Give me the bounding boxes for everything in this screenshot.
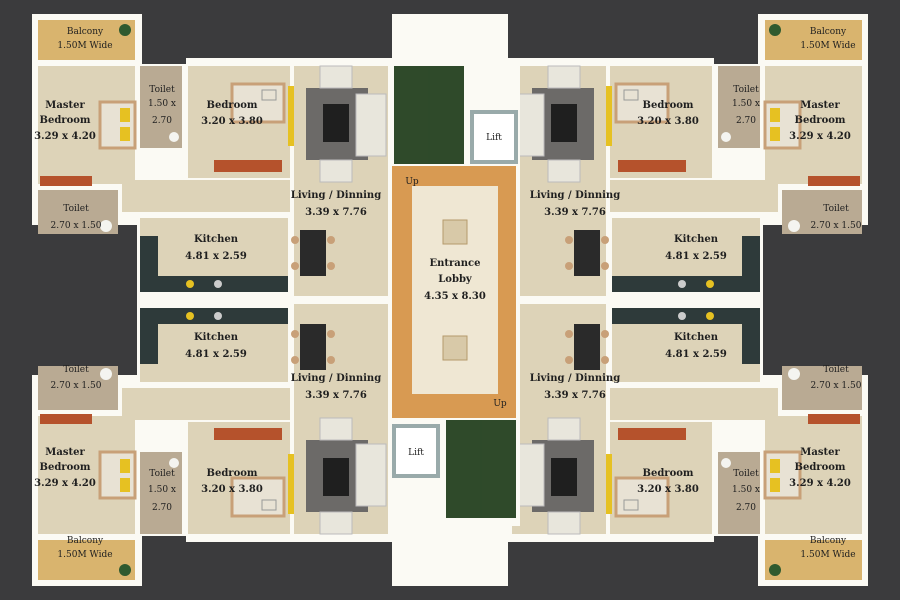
toilet-dim: 1.50 x xyxy=(732,485,760,495)
living-dining-dim: 3.39 x 7.76 xyxy=(305,390,367,401)
toilet-dim: 2.70 x 1.50 xyxy=(811,221,862,231)
kitchen-label: Kitchen xyxy=(674,234,719,245)
balcony-dim-label: 1.50M Wide xyxy=(57,550,112,560)
toilet-label: Toilet xyxy=(63,204,89,214)
lift-shaft xyxy=(392,424,440,478)
bedroom-dim: 3.20 x 3.80 xyxy=(637,116,699,127)
balcony-dim-label: 1.50M Wide xyxy=(800,550,855,560)
bedroom-dim: 3.20 x 3.80 xyxy=(637,484,699,495)
master-bedroom-dim: 3.29 x 4.20 xyxy=(789,131,851,142)
toilet-dim: 2.70 xyxy=(152,503,172,513)
lobby-label: Lobby xyxy=(438,274,473,285)
lift-shaft xyxy=(470,110,518,164)
lobby-dim: 4.35 x 8.30 xyxy=(424,291,486,302)
living-dining-dim: 3.39 x 7.76 xyxy=(544,390,606,401)
bedroom-dim: 3.20 x 3.80 xyxy=(201,484,263,495)
kitchen-dim: 4.81 x 2.59 xyxy=(185,349,247,360)
master-bedroom-label: Master xyxy=(45,447,85,458)
toilet-label: Toilet xyxy=(733,469,759,479)
lobby-pattern-icon xyxy=(442,219,468,245)
living-dining-dim: 3.39 x 7.76 xyxy=(305,207,367,218)
toilet-dim: 1.50 x xyxy=(732,99,760,109)
toilet-dim: 2.70 xyxy=(152,116,172,126)
kitchen-dim: 4.81 x 2.59 xyxy=(185,251,247,262)
kitchen-dim: 4.81 x 2.59 xyxy=(665,251,727,262)
balcony-label: Balcony xyxy=(67,27,104,37)
living-dining-label: Living / Dinning xyxy=(530,373,620,384)
balcony-dim-label: 1.50M Wide xyxy=(800,41,855,51)
master-bedroom-dim: 3.29 x 4.20 xyxy=(34,131,96,142)
lobby-label: Entrance xyxy=(430,258,481,269)
toilet-label: Toilet xyxy=(63,365,89,375)
toilet-dim: 2.70 x 1.50 xyxy=(51,221,102,231)
bedroom-label: Bedroom xyxy=(643,468,694,479)
bedroom-dim: 3.20 x 3.80 xyxy=(201,116,263,127)
balcony-dim-label: 1.50M Wide xyxy=(57,41,112,51)
master-bedroom-dim: 3.29 x 4.20 xyxy=(789,478,851,489)
living-dining-label: Living / Dinning xyxy=(291,190,381,201)
kitchen-label: Kitchen xyxy=(194,332,239,343)
master-bedroom-label: Bedroom xyxy=(40,115,91,126)
toilet-label: Toilet xyxy=(149,85,175,95)
toilet-dim: 2.70 xyxy=(736,116,756,126)
balcony-label: Balcony xyxy=(810,536,847,546)
toilet-label: Toilet xyxy=(823,365,849,375)
bedroom-label: Bedroom xyxy=(643,100,694,111)
toilet-label: Toilet xyxy=(149,469,175,479)
stair-up-label: Up xyxy=(405,177,419,187)
master-bedroom-label: Master xyxy=(45,100,85,111)
kitchen-label: Kitchen xyxy=(674,332,719,343)
master-bedroom-label: Master xyxy=(800,447,840,458)
bedroom-label: Bedroom xyxy=(207,100,258,111)
master-bedroom-label: Bedroom xyxy=(40,462,91,473)
bedroom-label: Bedroom xyxy=(207,468,258,479)
lift-label: Lift xyxy=(486,133,502,143)
toilet-dim: 1.50 x xyxy=(148,99,176,109)
lobby-floor xyxy=(412,186,498,394)
master-bedroom-label: Bedroom xyxy=(795,115,846,126)
living-dining-dim: 3.39 x 7.76 xyxy=(544,207,606,218)
living-dining-label: Living / Dinning xyxy=(291,373,381,384)
toilet-label: Toilet xyxy=(733,85,759,95)
toilet-dim: 2.70 x 1.50 xyxy=(811,381,862,391)
lift-label: Lift xyxy=(408,448,424,458)
toilet-dim: 2.70 xyxy=(736,503,756,513)
toilet-label: Toilet xyxy=(823,204,849,214)
balcony-label: Balcony xyxy=(810,27,847,37)
lobby-pattern-icon xyxy=(442,335,468,361)
living-dining-label: Living / Dinning xyxy=(530,190,620,201)
master-bedroom-dim: 3.29 x 4.20 xyxy=(34,478,96,489)
balcony-label: Balcony xyxy=(67,536,104,546)
toilet-dim: 1.50 x xyxy=(148,485,176,495)
master-bedroom-label: Master xyxy=(800,100,840,111)
kitchen-dim: 4.81 x 2.59 xyxy=(665,349,727,360)
stair-up-label: Up xyxy=(493,399,507,409)
kitchen-label: Kitchen xyxy=(194,234,239,245)
toilet-dim: 2.70 x 1.50 xyxy=(51,381,102,391)
master-bedroom-label: Bedroom xyxy=(795,462,846,473)
